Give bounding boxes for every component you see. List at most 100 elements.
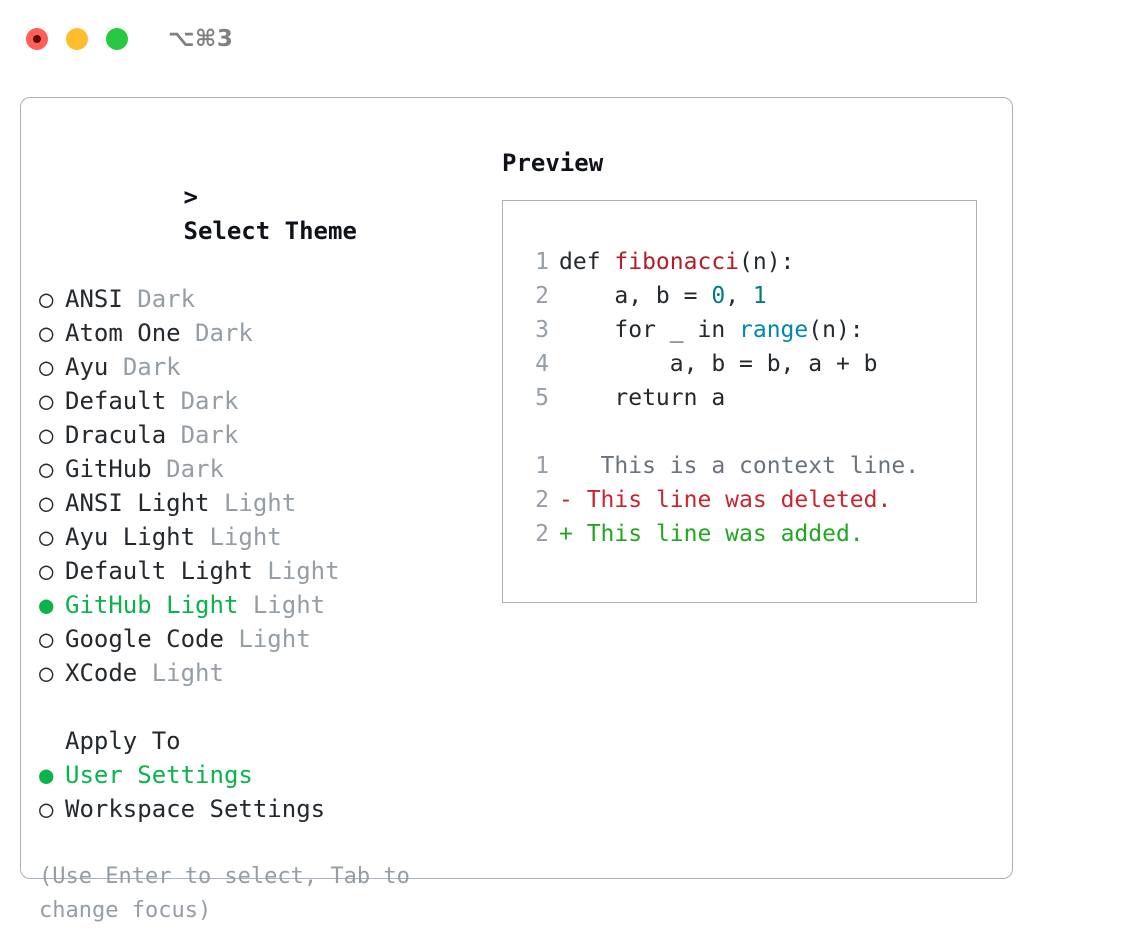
code-line: 2 a, b = 0, 1 bbox=[521, 279, 976, 313]
apply-to-option-list: ● User Settings ○ Workspace Settings bbox=[39, 758, 487, 826]
spacer bbox=[108, 353, 122, 381]
theme-option-label: Default bbox=[65, 387, 167, 415]
theme-option-google-code[interactable]: ○Google Code Light bbox=[39, 622, 487, 656]
main-panel: > Select Theme ○ANSI Dark○Atom One Dark○… bbox=[20, 97, 1013, 923]
theme-option-tag: Light bbox=[209, 523, 282, 551]
diff-text: This is a context line. bbox=[572, 453, 920, 479]
radio-unselected-icon: ○ bbox=[39, 557, 54, 585]
theme-option-label: Atom One bbox=[65, 319, 181, 347]
theme-option-label: GitHub bbox=[65, 455, 152, 483]
radio-unselected-icon: ○ bbox=[39, 353, 54, 381]
radio-unselected-icon: ○ bbox=[39, 795, 54, 823]
code-token-plain: a, b = b, a + b bbox=[559, 351, 878, 377]
code-token-plain: (n): bbox=[739, 249, 795, 275]
theme-picker-column: > Select Theme ○ANSI Dark○Atom One Dark○… bbox=[39, 146, 487, 928]
diff-line-number: 1 bbox=[535, 453, 549, 479]
select-theme-label: Select Theme bbox=[183, 217, 357, 245]
spacer bbox=[123, 285, 137, 313]
code-line-number: 1 bbox=[535, 249, 549, 275]
theme-option-default[interactable]: ○Default Dark bbox=[39, 384, 487, 418]
spacer bbox=[195, 523, 209, 551]
minimize-button[interactable] bbox=[66, 28, 88, 50]
theme-option-atom-one[interactable]: ○Atom One Dark bbox=[39, 316, 487, 350]
spacer bbox=[253, 557, 267, 585]
theme-option-label: Ayu bbox=[65, 353, 109, 381]
theme-option-label: Dracula bbox=[65, 421, 167, 449]
theme-option-label: ANSI bbox=[65, 285, 123, 313]
preview-heading: Preview bbox=[502, 149, 604, 177]
theme-option-tag: Light bbox=[223, 489, 297, 517]
theme-option-default-light[interactable]: ○Default Light Light bbox=[39, 554, 487, 588]
theme-option-ansi[interactable]: ○ ANSI Dark bbox=[39, 282, 487, 316]
code-token-plain: for _ in bbox=[559, 317, 740, 343]
code-token-bi: range bbox=[739, 317, 809, 343]
close-button[interactable] bbox=[26, 28, 48, 50]
radio-selected-icon: ● bbox=[39, 761, 54, 789]
apply-to-option-label: Workspace Settings bbox=[65, 795, 326, 823]
theme-option-tag: Dark bbox=[122, 353, 181, 381]
code-line-number: 5 bbox=[535, 385, 549, 411]
radio-selected-icon: ● bbox=[39, 591, 54, 619]
theme-option-tag: Dark bbox=[137, 285, 196, 313]
theme-option-ayu[interactable]: ○ Ayu Dark bbox=[39, 350, 487, 384]
apply-to-option-label: User Settings bbox=[65, 761, 253, 789]
code-line-number: 3 bbox=[535, 317, 549, 343]
theme-option-tag: Dark bbox=[166, 455, 224, 483]
theme-option-list: ○ANSI Dark○Atom One Dark○Ayu Dark○Defaul… bbox=[39, 282, 487, 690]
diff-line-del: 2- This line was deleted. bbox=[521, 483, 976, 517]
apply-to-option-user-settings[interactable]: ● User Settings bbox=[39, 758, 487, 792]
code-token-plain: , bbox=[725, 283, 753, 309]
code-line-number: 4 bbox=[535, 351, 549, 377]
theme-option-github-light[interactable]: ● GitHub Light Light bbox=[39, 588, 487, 622]
spacer bbox=[238, 591, 252, 619]
spacer bbox=[181, 319, 195, 347]
theme-option-xcode[interactable]: ○XCode Light bbox=[39, 656, 487, 690]
code-token-plain: return a bbox=[559, 385, 726, 411]
theme-option-tag: Light bbox=[267, 557, 340, 585]
radio-unselected-icon: ○ bbox=[39, 319, 54, 347]
code-token-num: 0 bbox=[711, 283, 726, 309]
theme-option-tag: Dark bbox=[180, 421, 239, 449]
spacer bbox=[166, 387, 180, 415]
spacer bbox=[166, 421, 180, 449]
spacer bbox=[224, 625, 238, 653]
diff-line-add: 2 + This line was added. bbox=[521, 517, 976, 551]
code-line: 4 a, b = b, a + b bbox=[521, 347, 976, 381]
code-line: 3 for _ in range(n): bbox=[521, 313, 976, 347]
theme-option-tag: Light bbox=[252, 591, 326, 619]
diff-text: This line was added. bbox=[572, 521, 864, 547]
radio-unselected-icon: ○ bbox=[39, 285, 54, 313]
maximize-button[interactable] bbox=[106, 28, 128, 50]
theme-option-tag: Light bbox=[238, 625, 311, 653]
traffic-lights bbox=[26, 28, 128, 50]
diff-line-number: 2 bbox=[535, 521, 549, 547]
diff-sample: 1 This is a context line.2- This line wa… bbox=[521, 449, 976, 551]
theme-option-ayu-light[interactable]: ○Ayu Light Light bbox=[39, 520, 487, 554]
radio-unselected-icon: ○ bbox=[39, 455, 54, 483]
close-icon bbox=[33, 35, 41, 43]
code-token-plain: (n): bbox=[808, 317, 864, 343]
theme-option-dracula[interactable]: ○Dracula Dark bbox=[39, 418, 487, 452]
keyboard-hint-text: (Use Enter to select, Tab to change focu… bbox=[39, 864, 410, 923]
theme-option-label: Ayu Light bbox=[65, 523, 196, 551]
panel-body: > Select Theme ○ANSI Dark○Atom One Dark○… bbox=[21, 98, 1012, 923]
theme-option-ansi-light[interactable]: ○ ANSI Light Light bbox=[39, 486, 487, 520]
select-theme-heading: > Select Theme bbox=[39, 146, 487, 282]
title-bar: ⌥⌘3 bbox=[0, 0, 1140, 78]
apply-to-heading: Apply To bbox=[65, 727, 181, 755]
radio-unselected-icon: ○ bbox=[39, 387, 54, 415]
diff-sign: + bbox=[559, 521, 573, 547]
diff-line-ctx: 1 This is a context line. bbox=[521, 449, 976, 483]
code-token-fn: fibonacci bbox=[614, 249, 740, 275]
apply-to-option-workspace-settings[interactable]: ○ Workspace Settings bbox=[39, 792, 487, 826]
theme-option-label: ANSI Light bbox=[65, 489, 210, 517]
theme-option-tag: Light bbox=[151, 659, 224, 687]
theme-option-github[interactable]: ○ GitHub Dark bbox=[39, 452, 487, 486]
keyboard-shortcut-label: ⌥⌘3 bbox=[168, 26, 234, 52]
theme-option-label: Google Code bbox=[65, 625, 224, 653]
theme-option-label: GitHub Light bbox=[65, 591, 239, 619]
radio-unselected-icon: ○ bbox=[39, 489, 54, 517]
code-line: 5 return a bbox=[521, 381, 976, 415]
